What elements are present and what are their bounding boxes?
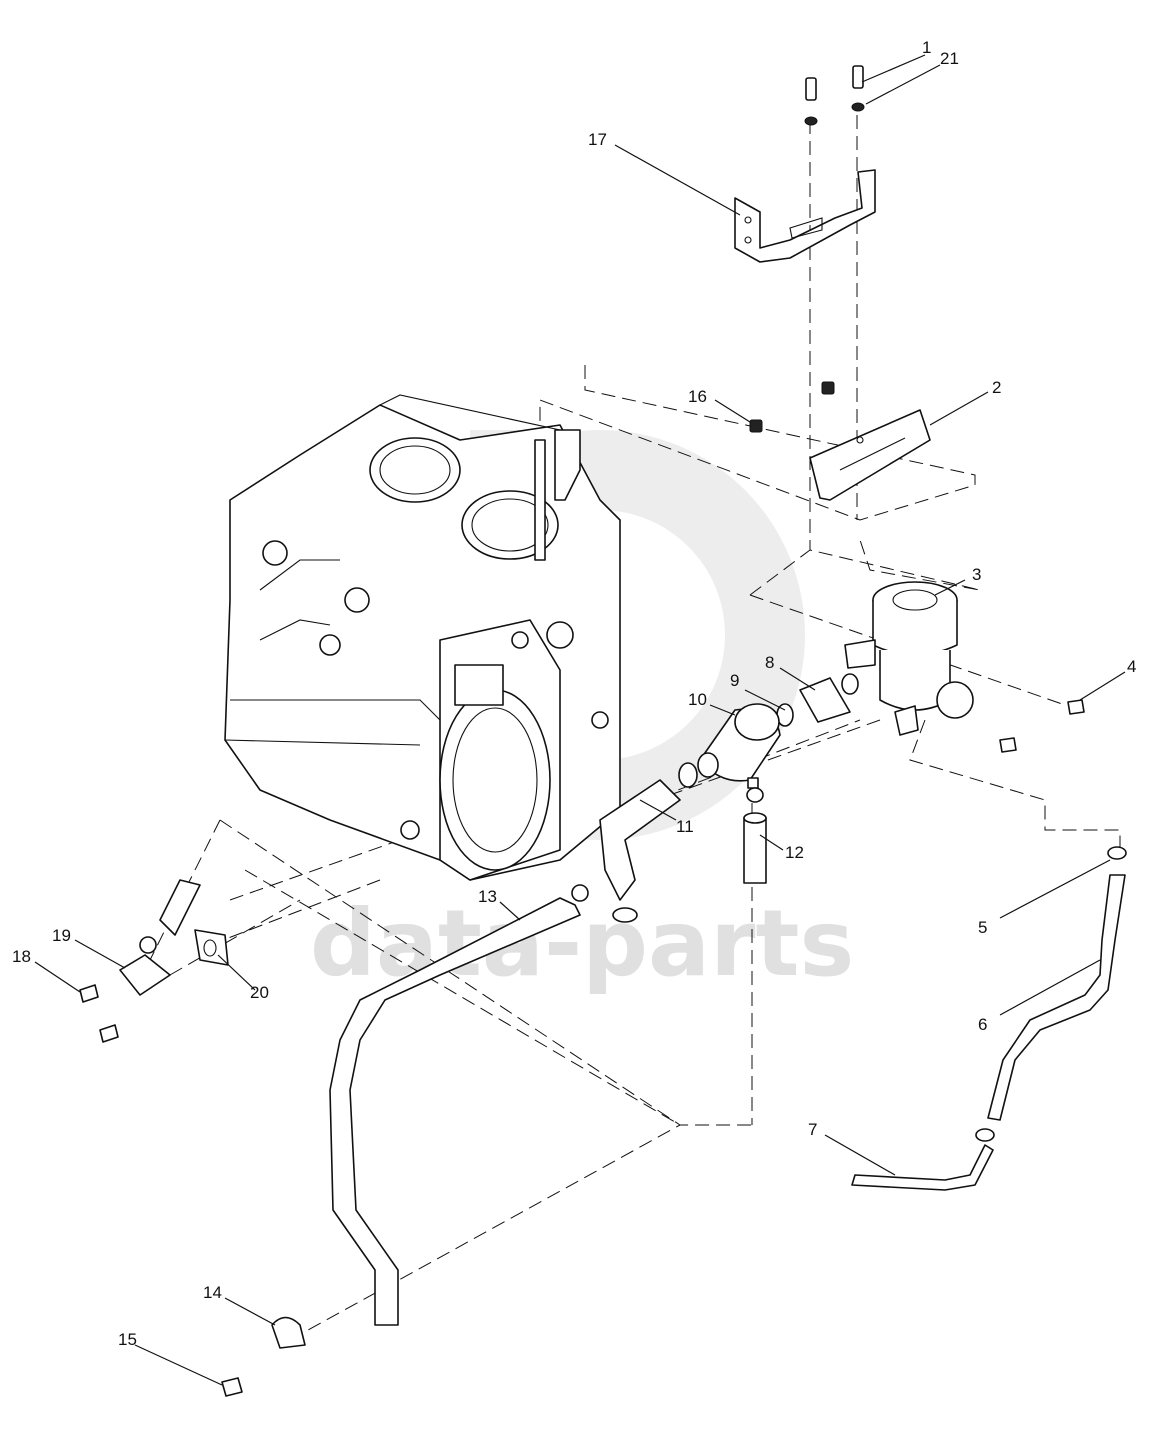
callout-9: 9 — [730, 671, 739, 690]
leader-lines — [34, 54, 1126, 1386]
callout-12: 12 — [785, 843, 804, 862]
funnel-fitting — [697, 703, 781, 789]
oil-separator — [844, 581, 974, 736]
watermark-text: data-parts — [310, 890, 854, 997]
callout-15: 15 — [118, 1330, 137, 1349]
callout-labels: 1 21 17 16 2 3 4 8 9 10 11 12 13 19 18 2… — [12, 38, 1136, 1349]
callout-3: 3 — [972, 565, 981, 584]
callout-6: 6 — [978, 1015, 987, 1034]
upper-bracket — [734, 169, 876, 263]
callout-2: 2 — [992, 378, 1001, 397]
elbow-hose — [599, 762, 698, 901]
breather-pipe — [329, 884, 638, 1326]
callout-14: 14 — [203, 1283, 222, 1302]
callout-20: 20 — [250, 983, 269, 1002]
pipe-clamp — [221, 1316, 306, 1397]
lower-bracket — [749, 381, 931, 501]
callout-8: 8 — [765, 653, 774, 672]
callout-7: 7 — [808, 1120, 817, 1139]
engine-block — [224, 394, 621, 881]
callout-21: 21 — [940, 49, 959, 68]
callout-16: 16 — [688, 387, 707, 406]
callout-11: 11 — [676, 817, 694, 836]
bolts-4 — [999, 699, 1085, 753]
stud-bolts — [804, 65, 865, 126]
callout-1: 1 — [922, 38, 931, 57]
callout-17: 17 — [588, 130, 607, 149]
callout-19: 19 — [52, 926, 71, 945]
callout-5: 5 — [978, 918, 987, 937]
straight-hose — [743, 787, 767, 884]
callout-18: 18 — [12, 947, 31, 966]
callout-10: 10 — [688, 690, 707, 709]
drain-tube — [851, 846, 1127, 1191]
callout-4: 4 — [1127, 657, 1136, 676]
flange-assembly — [79, 879, 229, 1043]
short-hose — [799, 673, 859, 723]
callout-13: 13 — [478, 887, 497, 906]
